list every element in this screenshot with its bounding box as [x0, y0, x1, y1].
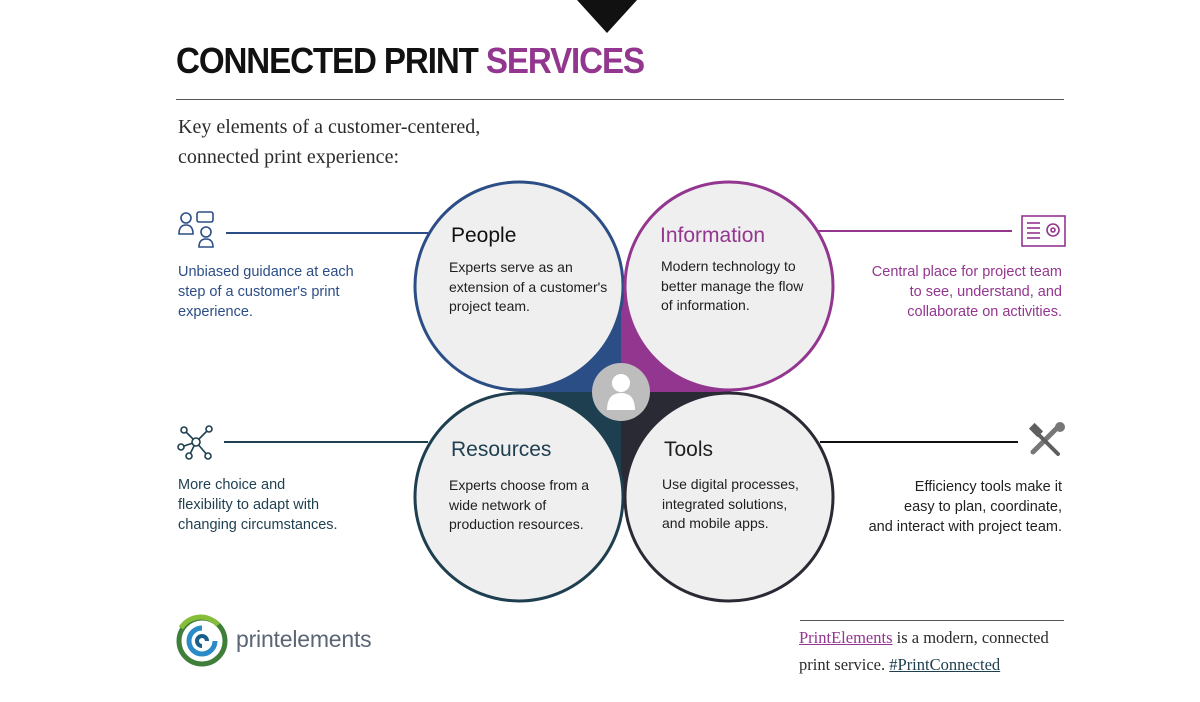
resources-circle-text: Experts choose from a wide network of pr… — [449, 476, 609, 535]
footnote-text-2: print service. — [799, 655, 890, 674]
people-description-line: Unbiased guidance at each — [178, 264, 354, 280]
tools-circle — [623, 391, 835, 603]
title-part1: CONNECTED PRINT — [176, 40, 479, 81]
people-circle-text: Experts serve as an extension of a custo… — [449, 258, 619, 317]
footnote: PrintElements is a modern, connected pri… — [799, 624, 1099, 678]
tools-text-line: and mobile apps. — [662, 515, 769, 531]
title-divider — [176, 99, 1064, 100]
people-text-line: Experts serve as an — [449, 259, 573, 275]
people-description: Unbiased guidance at each step of a cust… — [178, 262, 378, 322]
user-icon — [592, 363, 650, 421]
people-description-line: step of a customer's print — [178, 284, 340, 300]
people-text-line: extension of a customer's — [449, 278, 608, 295]
resources-text-line: production resources. — [449, 516, 584, 532]
information-description-line: Central place for project team — [871, 264, 1062, 280]
information-description: Central place for project team to see, u… — [852, 262, 1062, 322]
logo-mark — [176, 614, 228, 667]
subtitle-line-2: connected print experience: — [178, 146, 399, 168]
subtitle: Key elements of a customer-centered, con… — [178, 112, 598, 172]
resources-circle — [413, 391, 625, 603]
logo-text: printelements — [236, 626, 372, 653]
resources-description: More choice and flexibility to adapt wit… — [178, 475, 378, 535]
tools-text-line: integrated solutions, — [662, 495, 788, 512]
people-text-line: project team. — [449, 298, 530, 314]
logo-text-part1: print — [236, 626, 280, 652]
information-text-line: of information. — [661, 297, 750, 313]
footnote-line-1: PrintElements is a modern, connected — [799, 624, 1099, 651]
page-title: CONNECTED PRINT SERVICES — [176, 40, 645, 82]
hashtag-link[interactable]: #PrintConnected — [889, 655, 1001, 674]
resources-title: Resources — [451, 438, 552, 461]
dashboard-icon — [1021, 215, 1066, 247]
information-text-line: Modern technology to — [661, 258, 796, 274]
information-title: Information — [660, 224, 766, 247]
information-text-line: better manage the flow — [661, 277, 804, 294]
tools-title: Tools — [664, 438, 714, 461]
subtitle-line-1: Key elements of a customer-centered, — [178, 116, 481, 138]
logo-text-part2: elements — [279, 626, 372, 652]
people-description-line: experience. — [178, 304, 253, 320]
footnote-text-1: is a modern, connected — [892, 628, 1049, 647]
resources-description-line: changing circumstances. — [178, 517, 338, 533]
information-circle-text: Modern technology to better manage the f… — [661, 257, 821, 316]
information-description-line: to see, understand, and — [909, 284, 1062, 300]
network-icon — [177, 425, 213, 460]
tools-description-line: and interact with project team. — [868, 519, 1062, 535]
information-circle — [623, 180, 835, 392]
tools-description-line: Efficiency tools make it — [914, 479, 1062, 495]
tools-text-line: Use digital processes, — [662, 476, 799, 492]
resources-text-line: wide network of — [449, 496, 547, 513]
resources-description-line: flexibility to adapt with — [178, 497, 320, 513]
top-triangle — [577, 0, 637, 33]
footnote-line-2: print service. #PrintConnected — [799, 651, 1099, 678]
title-part2: SERVICES — [485, 40, 645, 81]
people-icon — [178, 211, 214, 248]
information-description-line: collaborate on activities. — [907, 304, 1062, 320]
tools-icon — [1028, 422, 1065, 456]
printelements-link[interactable]: PrintElements — [799, 628, 893, 647]
tools-description-line: easy to plan, coordinate, — [904, 499, 1062, 515]
resources-description-line: More choice and — [178, 477, 286, 493]
resources-text-line: Experts choose from a — [449, 477, 590, 493]
footnote-divider — [800, 620, 1064, 621]
tools-circle-text: Use digital processes, integrated soluti… — [662, 475, 822, 534]
tools-description: Efficiency tools make it easy to plan, c… — [852, 477, 1062, 537]
people-title: People — [451, 224, 517, 247]
people-circle — [413, 180, 625, 392]
